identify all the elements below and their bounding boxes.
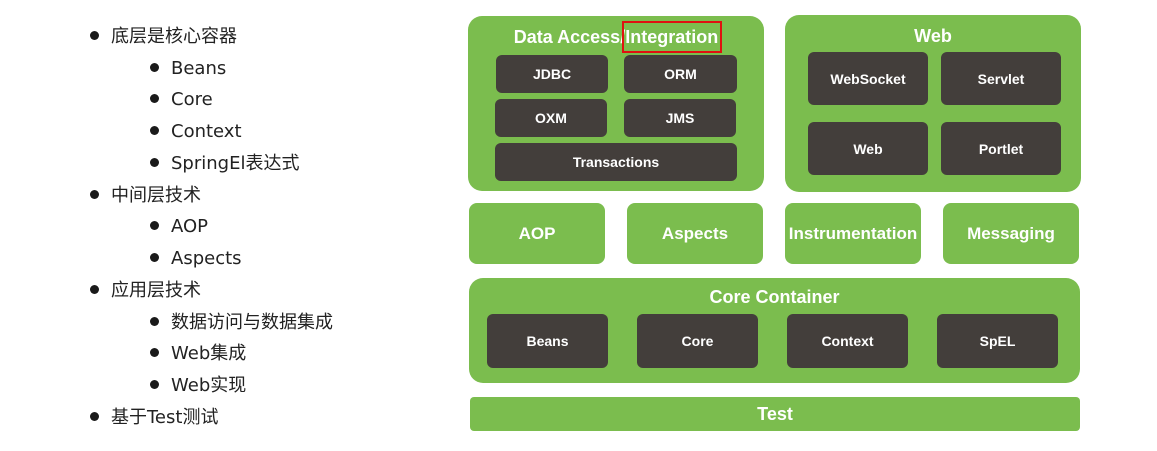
outline-item-middle-layer: 中间层技术 [90, 185, 201, 207]
outline-subitem: Core [150, 89, 213, 111]
bullet-icon [150, 157, 159, 167]
module-beans: Beans [487, 314, 608, 368]
bullet-icon [90, 189, 99, 199]
module-aspects: Aspects [627, 203, 763, 264]
module-test: Test [470, 397, 1080, 431]
data-access-integration-title: Data Access/Integration [513, 27, 719, 47]
bullet-icon [150, 93, 159, 103]
data-access-integration-group: Data Access/Integration JDBC ORM OXM JMS… [468, 16, 764, 191]
outline-item-application-layer: 应用层技术 [90, 280, 201, 302]
module-outline: 底层是核心容器 Beans Core Context SpringEl表达式 中… [0, 0, 440, 451]
core-container-title: Core Container [709, 287, 840, 307]
bullet-icon [150, 220, 159, 230]
web-title: Web [914, 26, 952, 46]
bullet-icon [150, 252, 159, 262]
bullet-icon [150, 347, 159, 357]
outline-subitem: Context [150, 121, 242, 143]
module-transactions: Transactions [495, 143, 737, 181]
module-instrumentation: Instrumentation [785, 203, 921, 264]
bullet-icon [150, 62, 159, 72]
outline-subitem: SpringEl表达式 [150, 153, 299, 175]
outline-subitem: Web实现 [150, 375, 246, 397]
bullet-icon [150, 125, 159, 135]
module-jdbc: JDBC [496, 55, 608, 93]
outline-subitem: Beans [150, 58, 226, 80]
module-orm: ORM [624, 55, 737, 93]
web-group: Web WebSocket Servlet Web Portlet [785, 15, 1081, 192]
module-aop: AOP [469, 203, 605, 264]
module-spel: SpEL [937, 314, 1058, 368]
outline-subitem: AOP [150, 216, 208, 238]
outline-subitem: Aspects [150, 248, 242, 270]
outline-item-core-container: 底层是核心容器 [90, 26, 237, 48]
module-portlet: Portlet [941, 122, 1061, 175]
outline-subitem: Web集成 [150, 343, 246, 365]
bullet-icon [150, 379, 159, 389]
module-jms: JMS [624, 99, 736, 137]
module-oxm: OXM [495, 99, 607, 137]
bullet-icon [90, 284, 99, 294]
core-container-group: Core Container Beans Core Context SpEL [469, 278, 1080, 383]
module-messaging: Messaging [943, 203, 1079, 264]
bullet-icon [90, 411, 99, 421]
bullet-icon [90, 30, 99, 40]
module-websocket: WebSocket [808, 52, 928, 105]
module-web: Web [808, 122, 928, 175]
outline-item-test: 基于Test测试 [90, 407, 218, 429]
outline-subitem: 数据访问与数据集成 [150, 312, 333, 334]
module-context: Context [787, 314, 908, 368]
bullet-icon [150, 316, 159, 326]
module-servlet: Servlet [941, 52, 1061, 105]
module-core: Core [637, 314, 758, 368]
